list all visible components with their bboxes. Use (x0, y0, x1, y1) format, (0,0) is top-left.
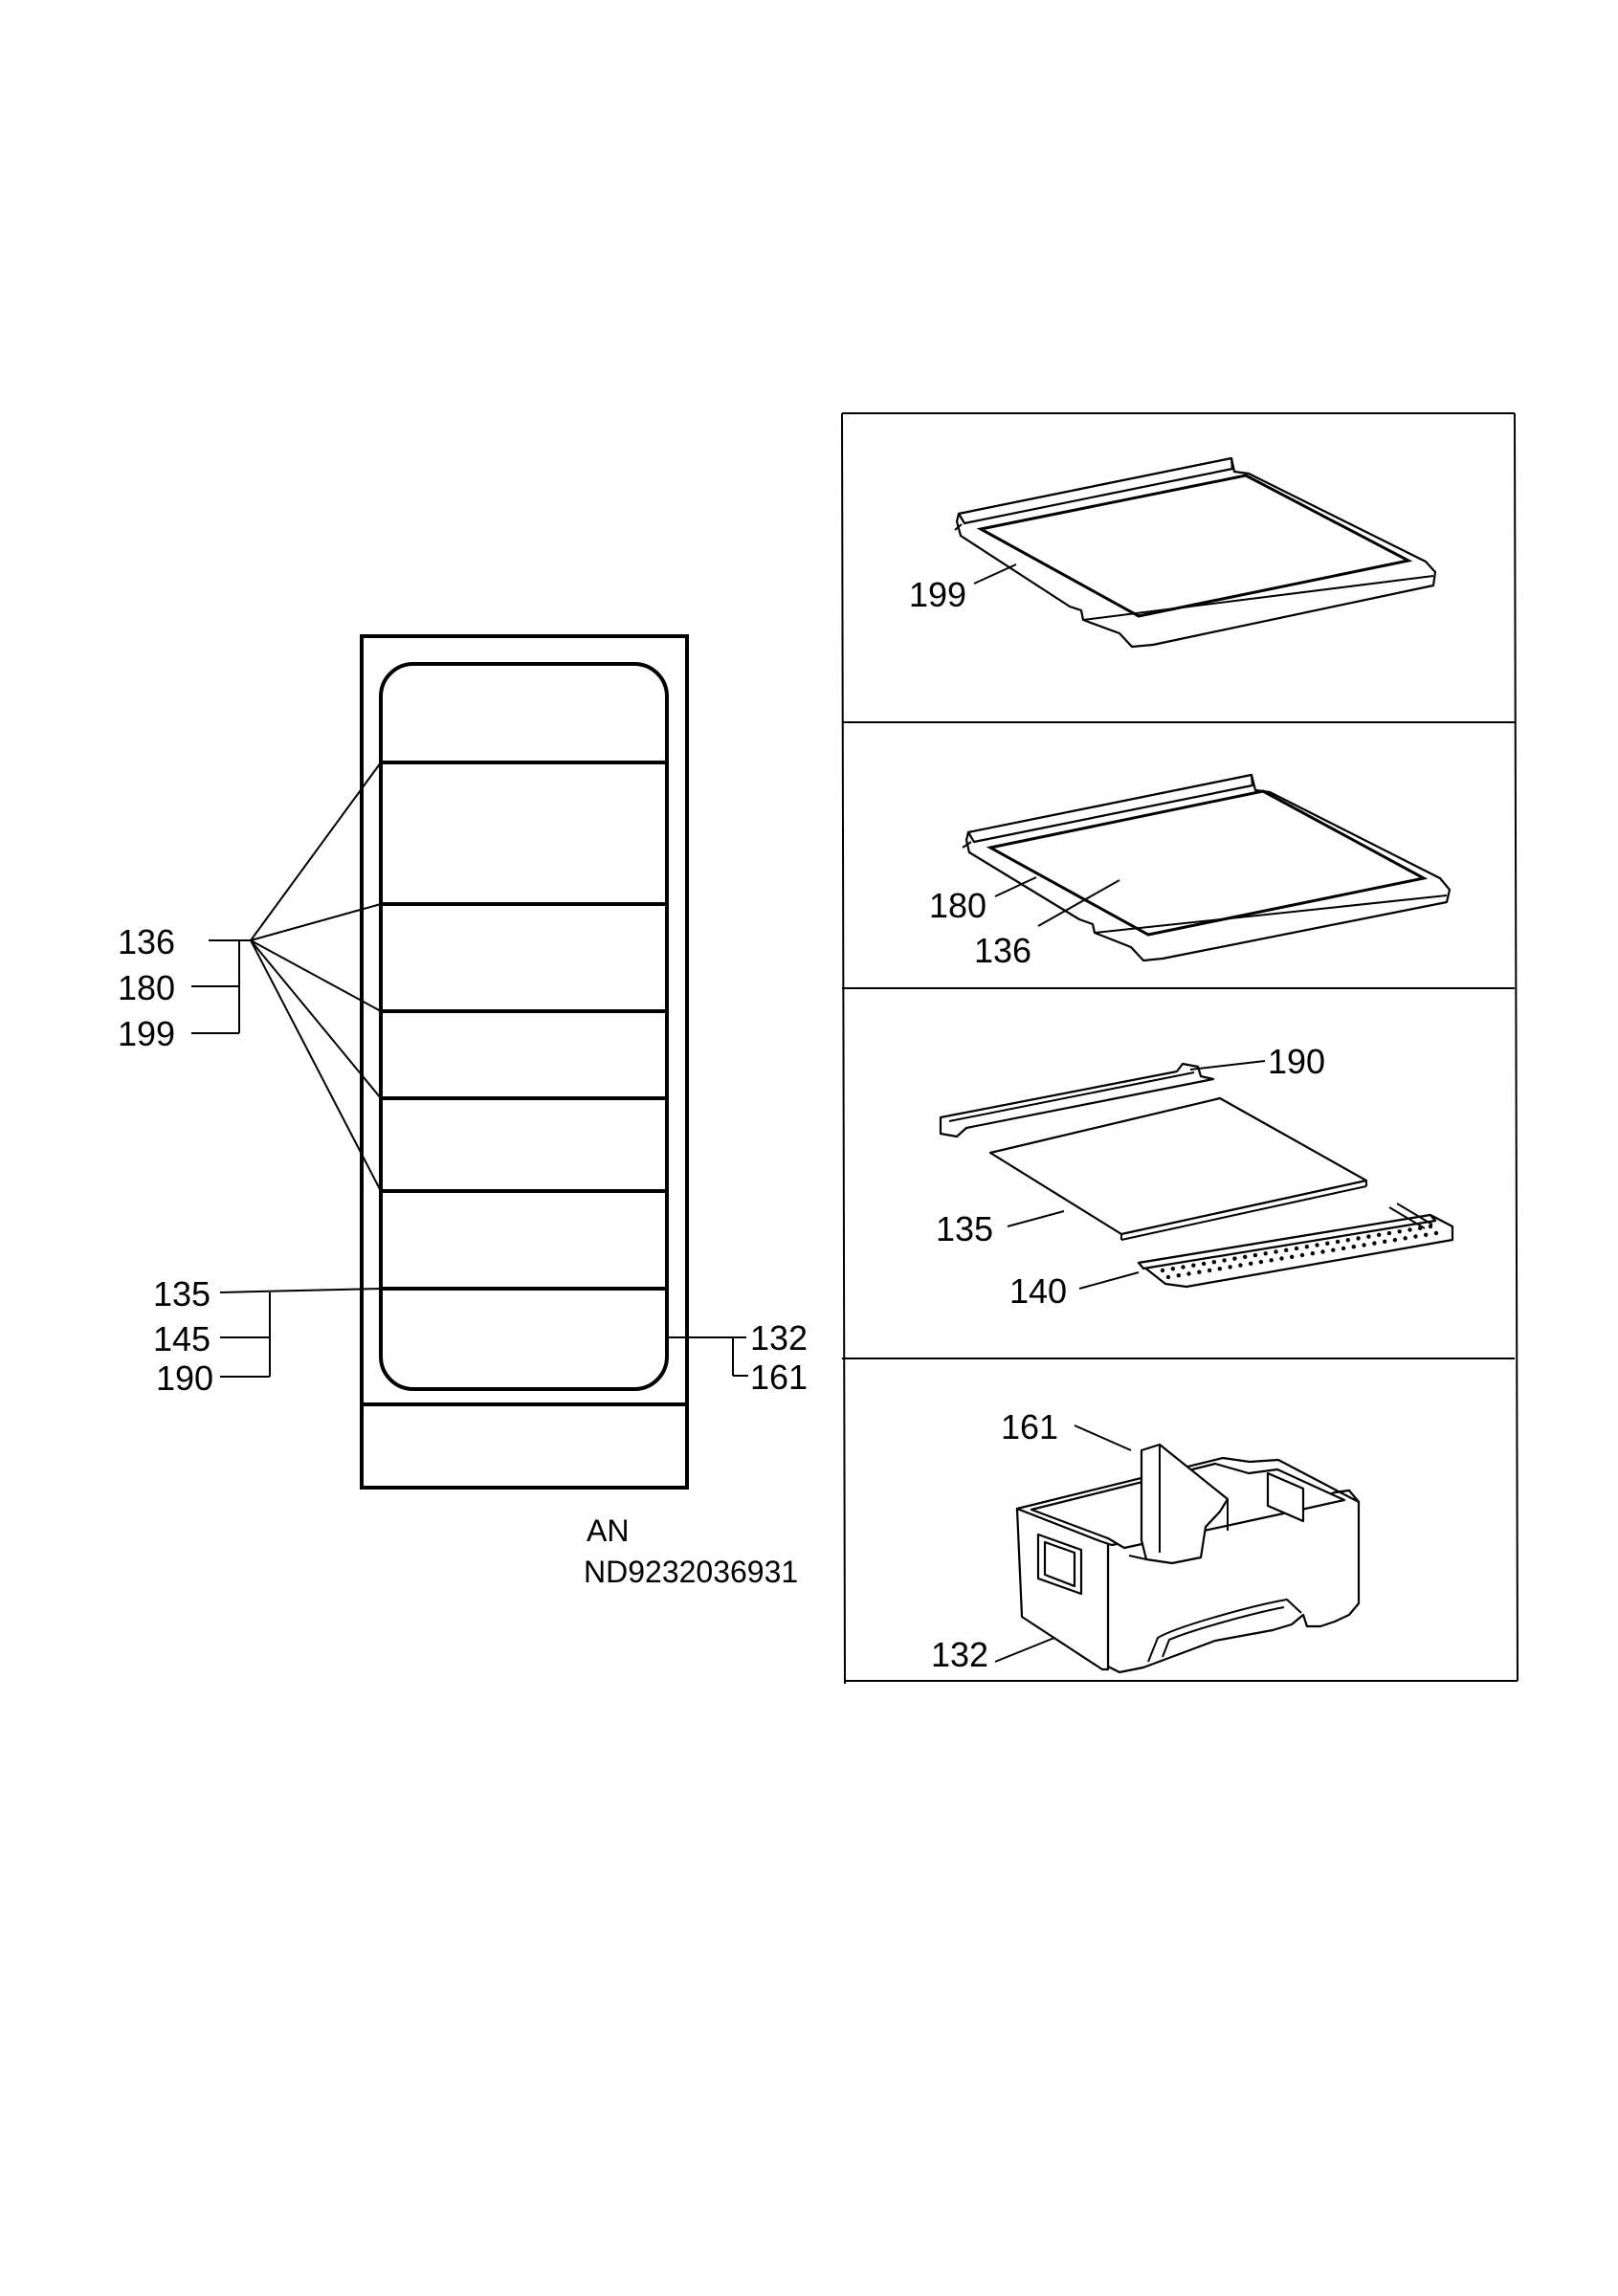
perforation-dot (1377, 1232, 1382, 1238)
leader-136 (1037, 879, 1120, 927)
cabinet-outline (360, 634, 689, 1490)
perforation-dot (1279, 1256, 1284, 1261)
perforation-dot (1335, 1239, 1341, 1245)
code-prefix: AN (587, 1513, 629, 1548)
shelf-leader-fan (191, 762, 382, 1192)
leader-140 (1078, 1271, 1140, 1290)
detail-label-190: 190 (1268, 1042, 1325, 1081)
label-145: 145 (153, 1319, 211, 1358)
perforation-dot (1310, 1251, 1316, 1256)
detail-label-136: 136 (974, 931, 1031, 970)
perforation-dot (1424, 1232, 1429, 1238)
perforation-dot (1341, 1246, 1346, 1251)
perforation-dot (1284, 1247, 1289, 1253)
trim-perforations (1160, 1224, 1439, 1280)
detail-panel-shelf-180 (962, 773, 1452, 962)
perforation-dot (1403, 1236, 1407, 1241)
perforation-dot (1383, 1239, 1387, 1245)
perforation-dot (1207, 1268, 1212, 1273)
perforation-dot (1201, 1261, 1207, 1267)
label-190: 190 (156, 1358, 213, 1398)
perforation-dot (1181, 1265, 1186, 1269)
perforation-dot (1397, 1229, 1402, 1234)
perforation-dot (1274, 1249, 1278, 1254)
perforation-dot (1362, 1243, 1366, 1247)
perforation-dot (1392, 1237, 1398, 1243)
perforation-dot (1331, 1247, 1336, 1252)
perforation-dot (1160, 1268, 1165, 1273)
detail-label-199: 199 (909, 575, 966, 614)
perforation-dot (1217, 1267, 1223, 1271)
perforation-dot (1197, 1269, 1202, 1274)
detail-label-135: 135 (936, 1209, 993, 1248)
perforation-dot (1356, 1236, 1361, 1241)
perforation-dot (1238, 1263, 1243, 1268)
perforation-dot (1252, 1252, 1258, 1258)
perforation-dot (1243, 1254, 1248, 1260)
label-161: 161 (750, 1358, 808, 1397)
perforation-dot (1258, 1259, 1264, 1265)
perforation-dot (1418, 1225, 1423, 1231)
perforation-dot (1170, 1267, 1176, 1271)
perforation-dot (1413, 1234, 1418, 1239)
perforation-dot (1191, 1263, 1196, 1268)
label-180: 180 (118, 968, 175, 1007)
detail-label-161: 161 (1001, 1407, 1058, 1446)
perforation-dot (1186, 1271, 1191, 1276)
perforation-dot (1290, 1254, 1295, 1260)
perforation-dot (1228, 1265, 1232, 1269)
leader-132 (994, 1637, 1055, 1663)
perforation-dot (1433, 1230, 1439, 1236)
leader-190 (1189, 1060, 1266, 1071)
detail-panel-shelf-199 (954, 456, 1437, 649)
cabinet-overview: 136 180 199 135 145 190 132 161 AN ND923… (118, 634, 808, 1589)
detail-label-132: 132 (931, 1635, 988, 1674)
detail-label-180: 180 (929, 886, 986, 925)
perforation-dot (1232, 1256, 1237, 1261)
perforation-dot (1249, 1261, 1253, 1267)
perforation-dot (1386, 1230, 1392, 1236)
perforation-dot (1211, 1260, 1217, 1265)
diagram-code: ND9232036931 (584, 1555, 798, 1589)
perforation-dot (1320, 1249, 1325, 1254)
label-136: 136 (118, 922, 175, 961)
label-199: 199 (118, 1014, 175, 1053)
perforation-dot (1176, 1273, 1182, 1278)
perforation-dot (1263, 1251, 1268, 1256)
detail-frame (841, 412, 1518, 1685)
perforation-dot (1372, 1241, 1377, 1246)
perforation-dot (1222, 1258, 1227, 1263)
detail-label-140: 140 (1009, 1271, 1067, 1311)
detail-panel-drawer (1015, 1443, 1361, 1674)
perforation-dot (1315, 1243, 1319, 1247)
label-132: 132 (750, 1318, 808, 1358)
label-135: 135 (153, 1274, 211, 1314)
leader-199 (973, 563, 1017, 585)
perforation-dot (1165, 1274, 1171, 1280)
perforation-dot (1366, 1234, 1371, 1239)
perforation-dot (1351, 1245, 1357, 1249)
perforation-dot (1407, 1227, 1412, 1232)
perforation-dot (1269, 1258, 1274, 1263)
drawer-leader (667, 1336, 748, 1377)
detail-panel-crisper-cover (939, 1062, 1454, 1289)
perforation-dot (1428, 1224, 1433, 1229)
cabinet-inner-liner (379, 662, 669, 1391)
leader-180 (994, 876, 1037, 897)
perforation-dot (1345, 1238, 1351, 1243)
perforation-dot (1325, 1241, 1330, 1246)
perforation-dot (1299, 1252, 1305, 1258)
perforation-dot (1294, 1246, 1299, 1251)
perforation-dot (1304, 1245, 1310, 1249)
leader-135 (1007, 1210, 1065, 1227)
leader-161 (1074, 1424, 1132, 1451)
crisper-leader (219, 1288, 382, 1378)
